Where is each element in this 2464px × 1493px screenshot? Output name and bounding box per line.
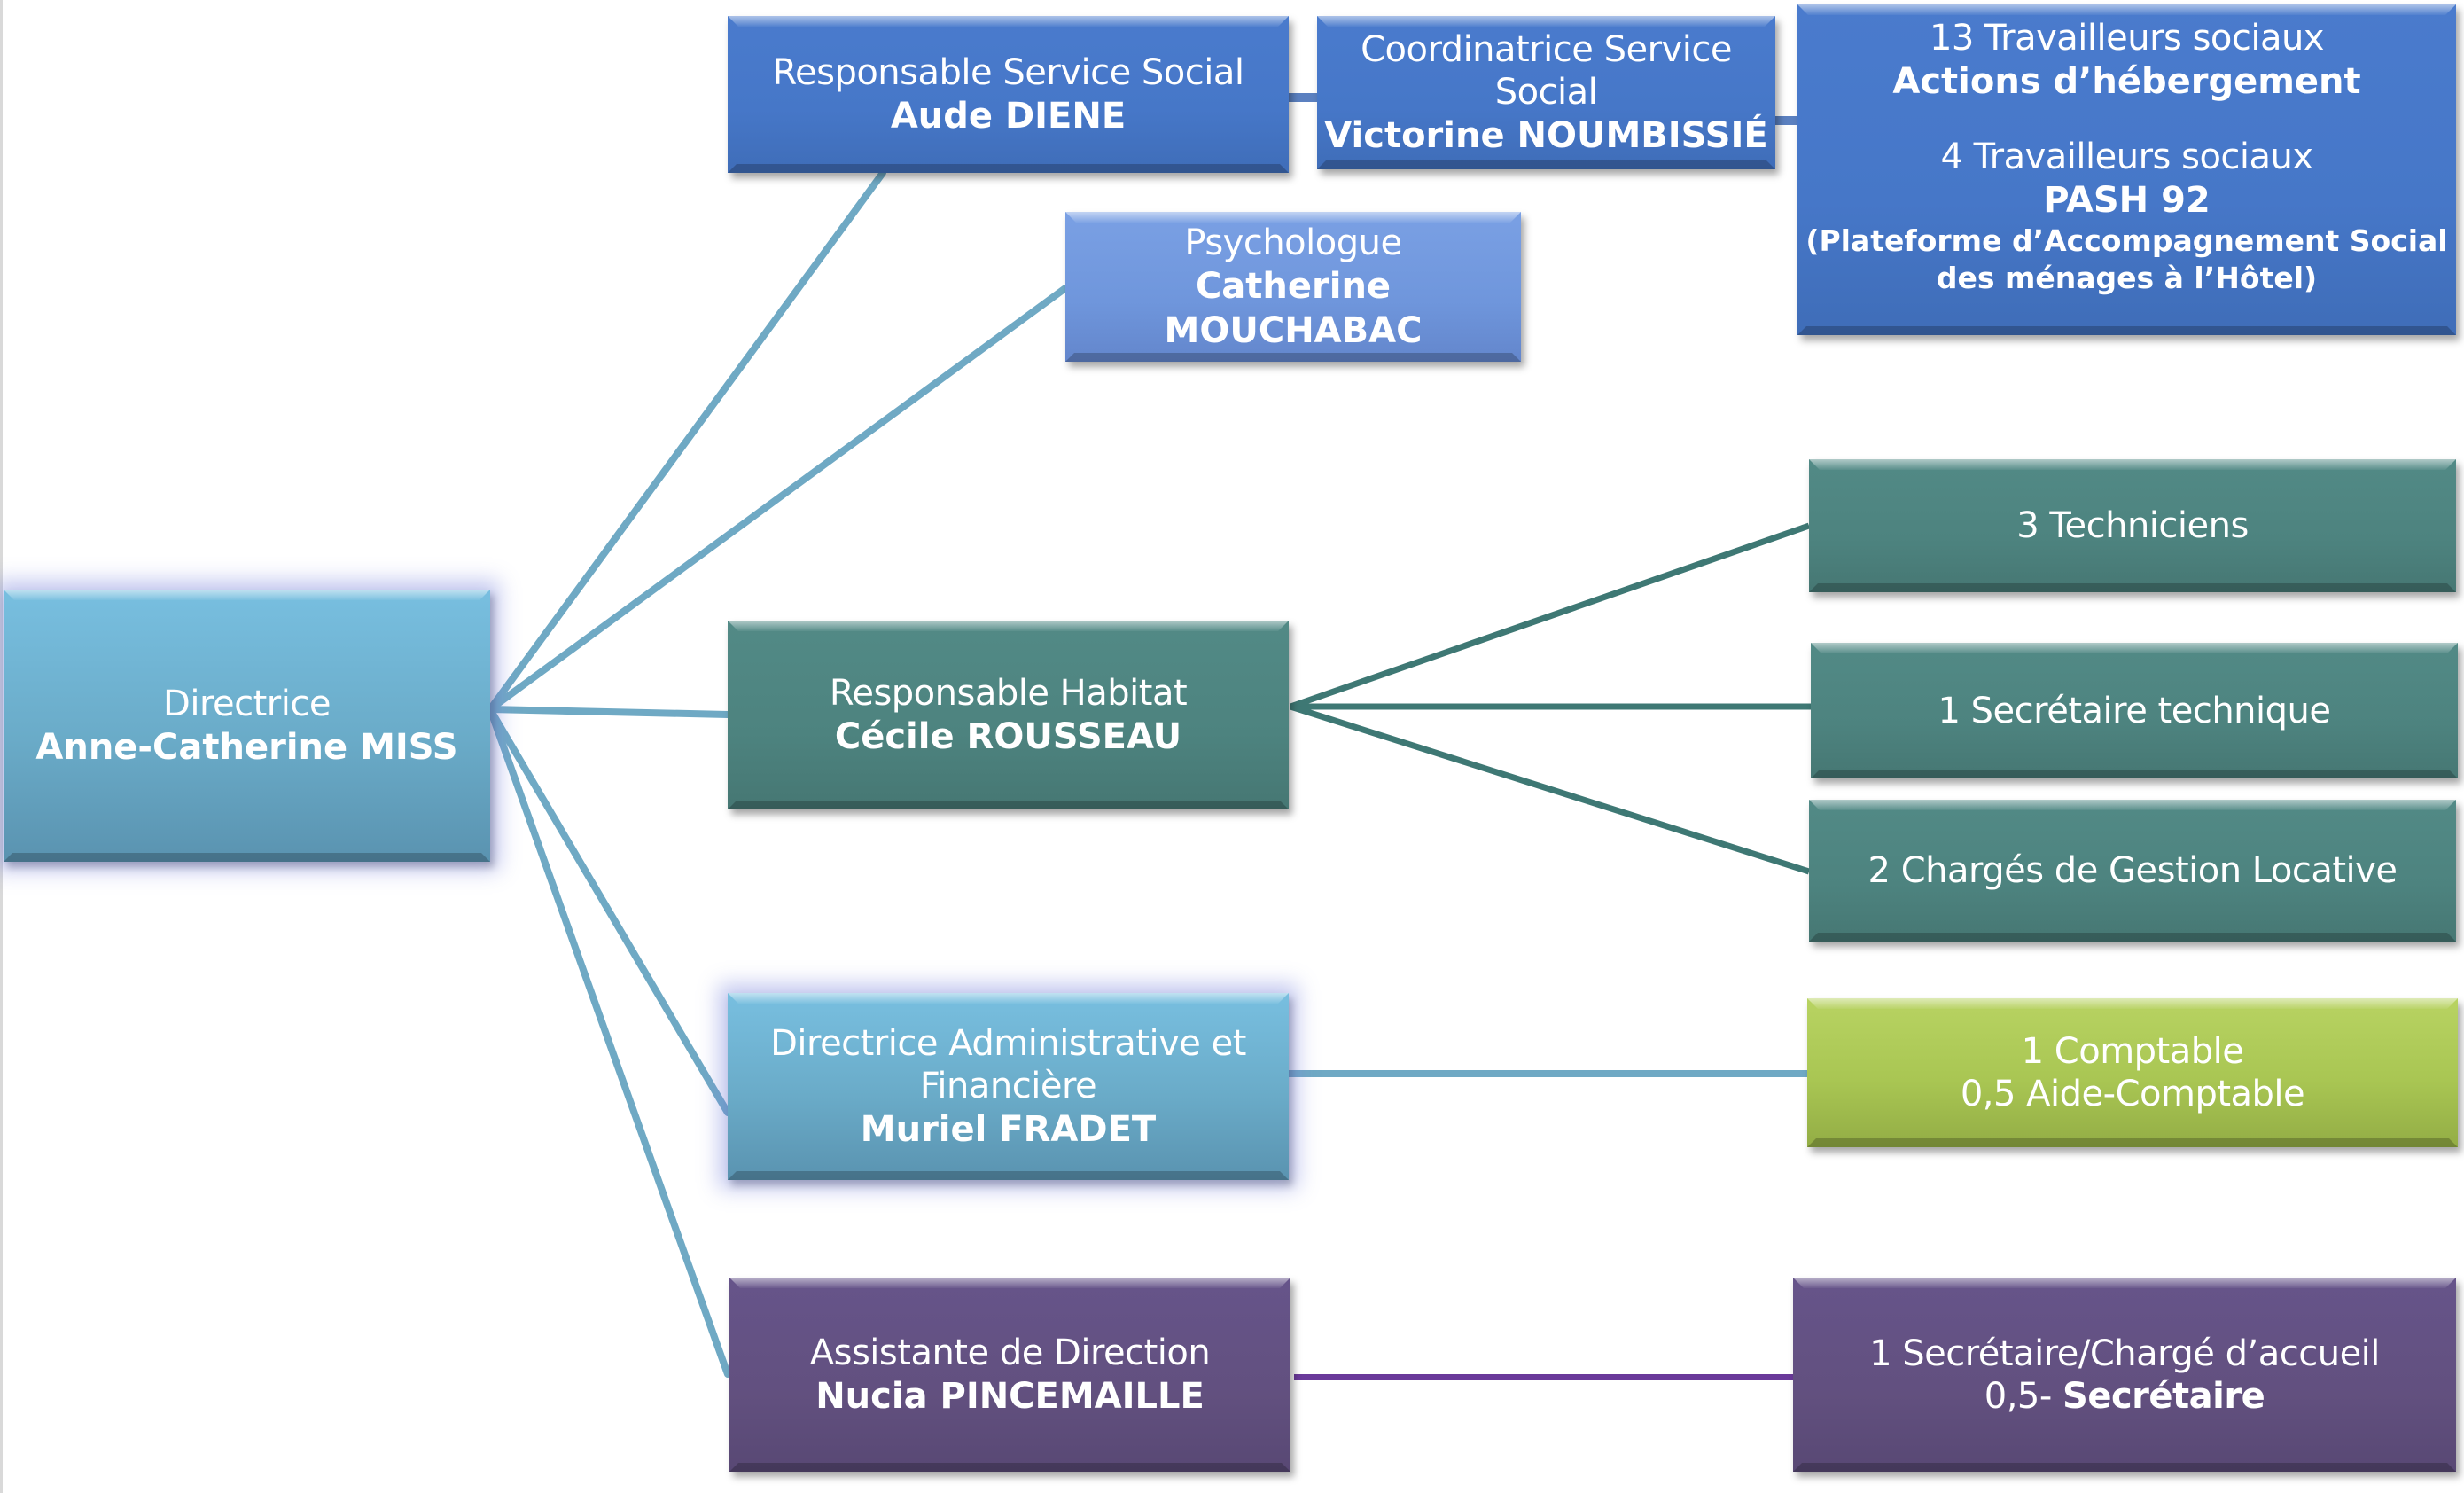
node-comptabilite[interactable]: 1 Comptable 0,5 Aide-Comptable [1807, 998, 2458, 1147]
staff-line2-bold: Secrétaire [2062, 1375, 2265, 1417]
node-staff-label: 1 Secrétaire technique [1938, 690, 2331, 731]
node-assistante-direction[interactable]: Assistante de Direction Nucia PINCEMAILL… [729, 1278, 1290, 1472]
connector-root-to-social [487, 169, 886, 713]
team2-count: 4 Travailleurs sociaux [1940, 137, 2313, 177]
node-staff-line1: 1 Comptable [2021, 1031, 2244, 1072]
page-border [0, 0, 3, 1493]
node-techniciens[interactable]: 3 Techniciens [1809, 459, 2456, 592]
node-person-name: Nucia PINCEMAILLE [815, 1375, 1205, 1417]
connector-root-to-assistant [487, 706, 731, 1378]
connector-root-to-finance [487, 706, 731, 1116]
node-staff-label: 3 Techniciens [2016, 505, 2249, 546]
node-title-line1: Directrice Administrative et [770, 1022, 1246, 1064]
node-title-line2: Financière [919, 1065, 1097, 1106]
node-responsable-habitat[interactable]: Responsable Habitat Cécile ROUSSEAU [728, 621, 1289, 809]
node-secretariat-accueil[interactable]: 1 Secrétaire/Chargé d’accueil 0,5- Secré… [1793, 1278, 2456, 1472]
connector-habitat-to-technicians [1289, 522, 1811, 710]
node-directrice-administrative-financiere[interactable]: Directrice Administrative et Financière … [728, 993, 1289, 1180]
node-psychologue[interactable]: Psychologue Catherine MOUCHABAC [1065, 212, 1521, 362]
connector-habitat-to-rental-managers [1289, 703, 1811, 875]
node-staff-line2: 0,5- Secrétaire [1984, 1375, 2265, 1418]
node-staff-line1: 1 Secrétaire/Chargé d’accueil [1869, 1333, 2380, 1374]
node-staff-line2: 0,5 Aide-Comptable [1960, 1074, 2305, 1114]
team1-name: Actions d’hébergement [1892, 61, 2361, 102]
node-title: Directrice [163, 683, 331, 724]
node-title-line2: Social [1494, 71, 1598, 113]
node-person-name: Cécile ROUSSEAU [834, 715, 1182, 757]
team2-description-line1: (Plateforme d’Accompagnement Social [1805, 223, 2448, 258]
node-person-name-line2: MOUCHABAC [1164, 309, 1423, 351]
node-directrice[interactable]: Directrice Anne-Catherine MISS [4, 590, 490, 862]
team2-description-line2: des ménages à l’Hôtel) [1936, 261, 2318, 295]
node-person-name-line1: Catherine [1195, 265, 1392, 307]
node-person-name: Anne-Catherine MISS [35, 726, 458, 768]
node-person-name: Victorine NOUMBISSIÉ [1324, 114, 1768, 156]
team1-count: 13 Travailleurs sociaux [1929, 18, 2325, 59]
node-secretaire-technique[interactable]: 1 Secrétaire technique [1811, 643, 2458, 778]
node-coordinatrice-service-social[interactable]: Coordinatrice Service Social Victorine N… [1317, 16, 1775, 169]
node-title: Psychologue [1184, 222, 1402, 263]
connector-root-to-psychologist [487, 285, 1069, 713]
node-staff-label: 2 Chargés de Gestion Locative [1867, 850, 2398, 891]
node-person-name: Muriel FRADET [860, 1108, 1157, 1150]
node-social-workers-teams[interactable]: 13 Travailleurs sociaux Actions d’héberg… [1797, 4, 2456, 335]
node-title: Assistante de Direction [809, 1332, 1211, 1373]
node-charges-gestion-locative[interactable]: 2 Chargés de Gestion Locative [1809, 800, 2456, 942]
node-title-line1: Coordinatrice Service [1361, 28, 1732, 70]
connector-root-to-habitat [487, 706, 731, 718]
node-title: Responsable Service Social [772, 51, 1244, 93]
node-title: Responsable Habitat [829, 672, 1188, 714]
node-responsable-service-social[interactable]: Responsable Service Social Aude DIENE [728, 16, 1289, 173]
team2-name: PASH 92 [2043, 180, 2211, 221]
node-person-name: Aude DIENE [890, 95, 1127, 137]
staff-line2-prefix: 0,5- [1984, 1375, 2063, 1417]
